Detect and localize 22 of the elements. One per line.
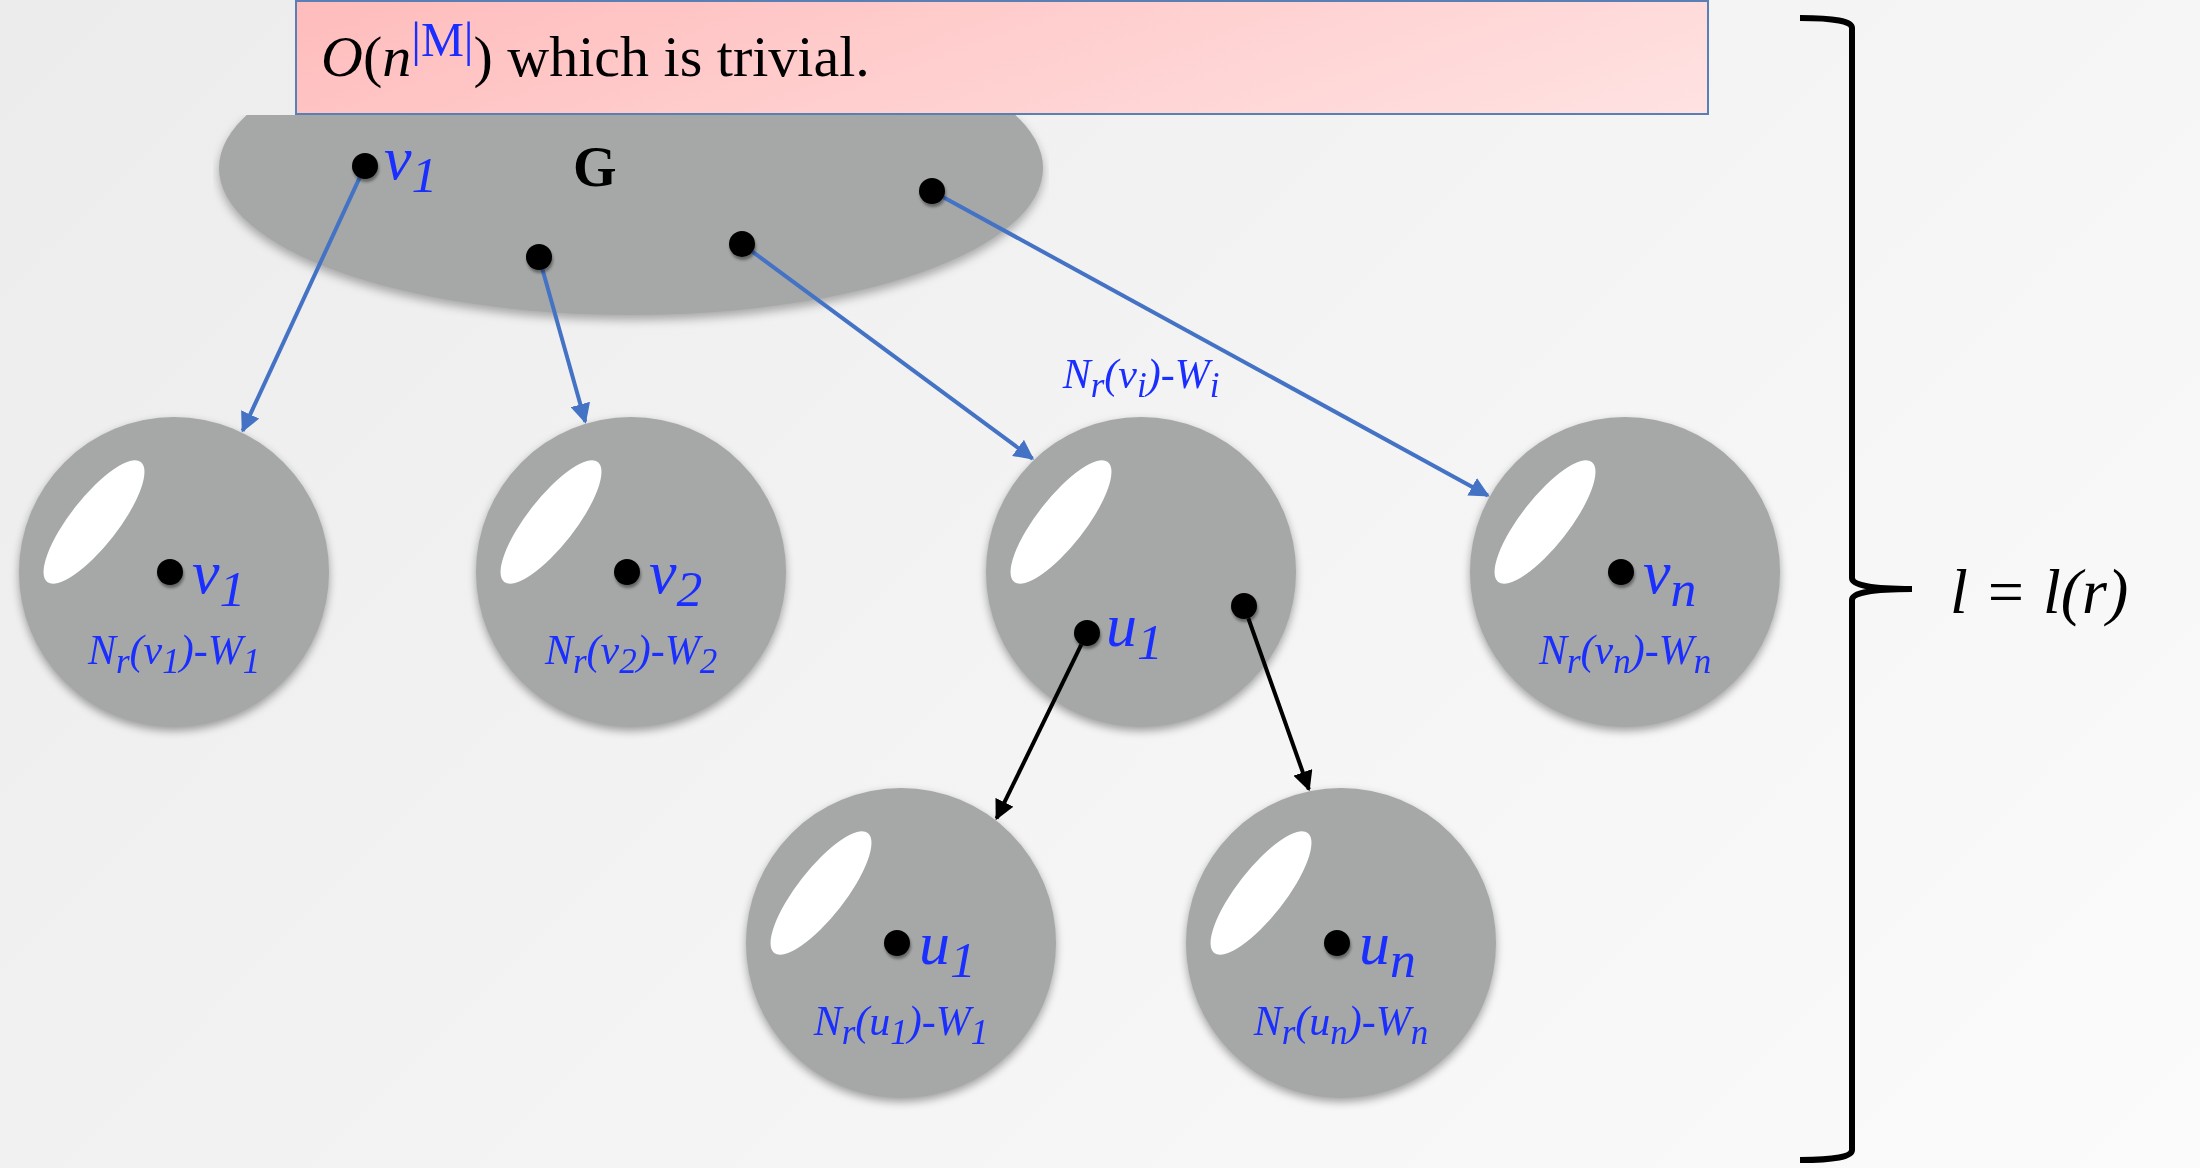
vertex-label: u$_{1}$ <box>919 912 976 987</box>
text-box <box>295 0 1709 115</box>
arrow <box>540 268 590 424</box>
vertex-label: u$_{1}$ <box>1106 594 1163 669</box>
arrow <box>751 250 1035 461</box>
graph-label: G <box>573 139 617 195</box>
neighborhood-label: N$_{r}$(v$_{n}$)-W$_{n}$ <box>1537 629 1713 680</box>
arrow <box>942 195 1490 498</box>
neighborhood-label: N$_{r}$(v$_{2}$)-W$_{2}$ <box>543 629 719 680</box>
vertex-label: u$_{n}$ <box>1359 912 1416 987</box>
arrow <box>240 176 362 433</box>
vertex-label: v$_{1}$ <box>192 541 246 616</box>
arrow <box>1246 617 1313 792</box>
vertex-label: v$_{1}$ <box>384 127 438 202</box>
neighborhood-label: N$_{r}$(u$_{1}$)-W$_{1}$ <box>812 1000 990 1051</box>
vertex-label: v$_{2}$ <box>649 541 703 616</box>
neighborhood-label: N$_{r}$(u$_{n}$)-W$_{n}$ <box>1252 1000 1430 1051</box>
neighborhood-label: N$_{r}$(v$_{i}$)-W$_{i}$ <box>1061 353 1221 404</box>
neighborhood-label: N$_{r}$(v$_{1}$)-W$_{1}$ <box>86 629 262 680</box>
note-text: O(n$^{|M|}$) which is trivial. <box>321 16 870 87</box>
vertex-label: v$_{n}$ <box>1643 541 1697 616</box>
arrow <box>994 643 1084 821</box>
